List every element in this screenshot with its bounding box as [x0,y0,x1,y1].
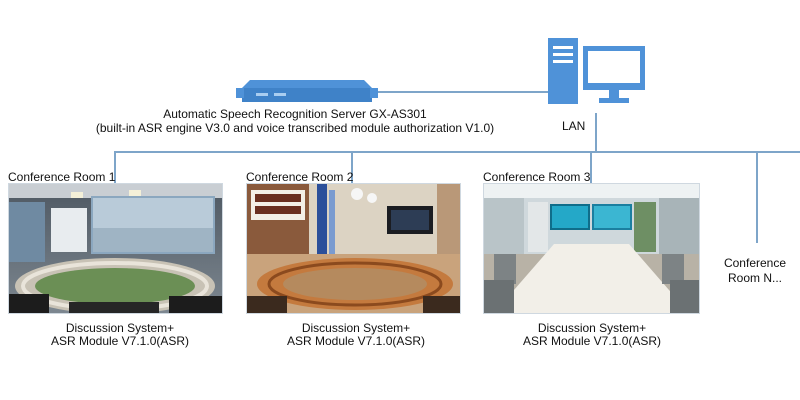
room2-caption-line2: ASR Module V7.1.0(ASR) [286,334,426,348]
roomn-label-line1: Conference [723,256,787,270]
room3-caption-line1: Discussion System+ [537,321,647,335]
room3-label: Conference Room 3 [483,170,591,184]
room3-photo [483,183,700,314]
room1-photo [8,183,223,314]
room2-photo [246,183,461,314]
server-caption: Automatic Speech Recognition Server GX-A… [90,107,500,135]
room3-caption-line2: ASR Module V7.1.0(ASR) [522,334,662,348]
room1-label: Conference Room 1 [8,170,116,184]
rack-server-icon [236,80,378,102]
roomn-label: Conference Room N... [716,256,794,286]
server-name: Automatic Speech Recognition Server GX-A… [163,107,427,121]
room3-caption: Discussion System+ ASR Module V7.1.0(ASR… [492,322,692,348]
room1-caption-line1: Discussion System+ [65,321,175,335]
room2-caption: Discussion System+ ASR Module V7.1.0(ASR… [256,322,456,348]
room1-caption: Discussion System+ ASR Module V7.1.0(ASR… [20,322,220,348]
room2-caption-line1: Discussion System+ [301,321,411,335]
lan-label: LAN [562,119,586,133]
server-detail: (built-in ASR engine V3.0 and voice tran… [95,121,495,135]
room2-label: Conference Room 2 [246,170,354,184]
room1-caption-line2: ASR Module V7.1.0(ASR) [50,334,190,348]
desktop-computer-icon [548,38,645,104]
roomn-label-line2: Room N... [727,271,782,285]
